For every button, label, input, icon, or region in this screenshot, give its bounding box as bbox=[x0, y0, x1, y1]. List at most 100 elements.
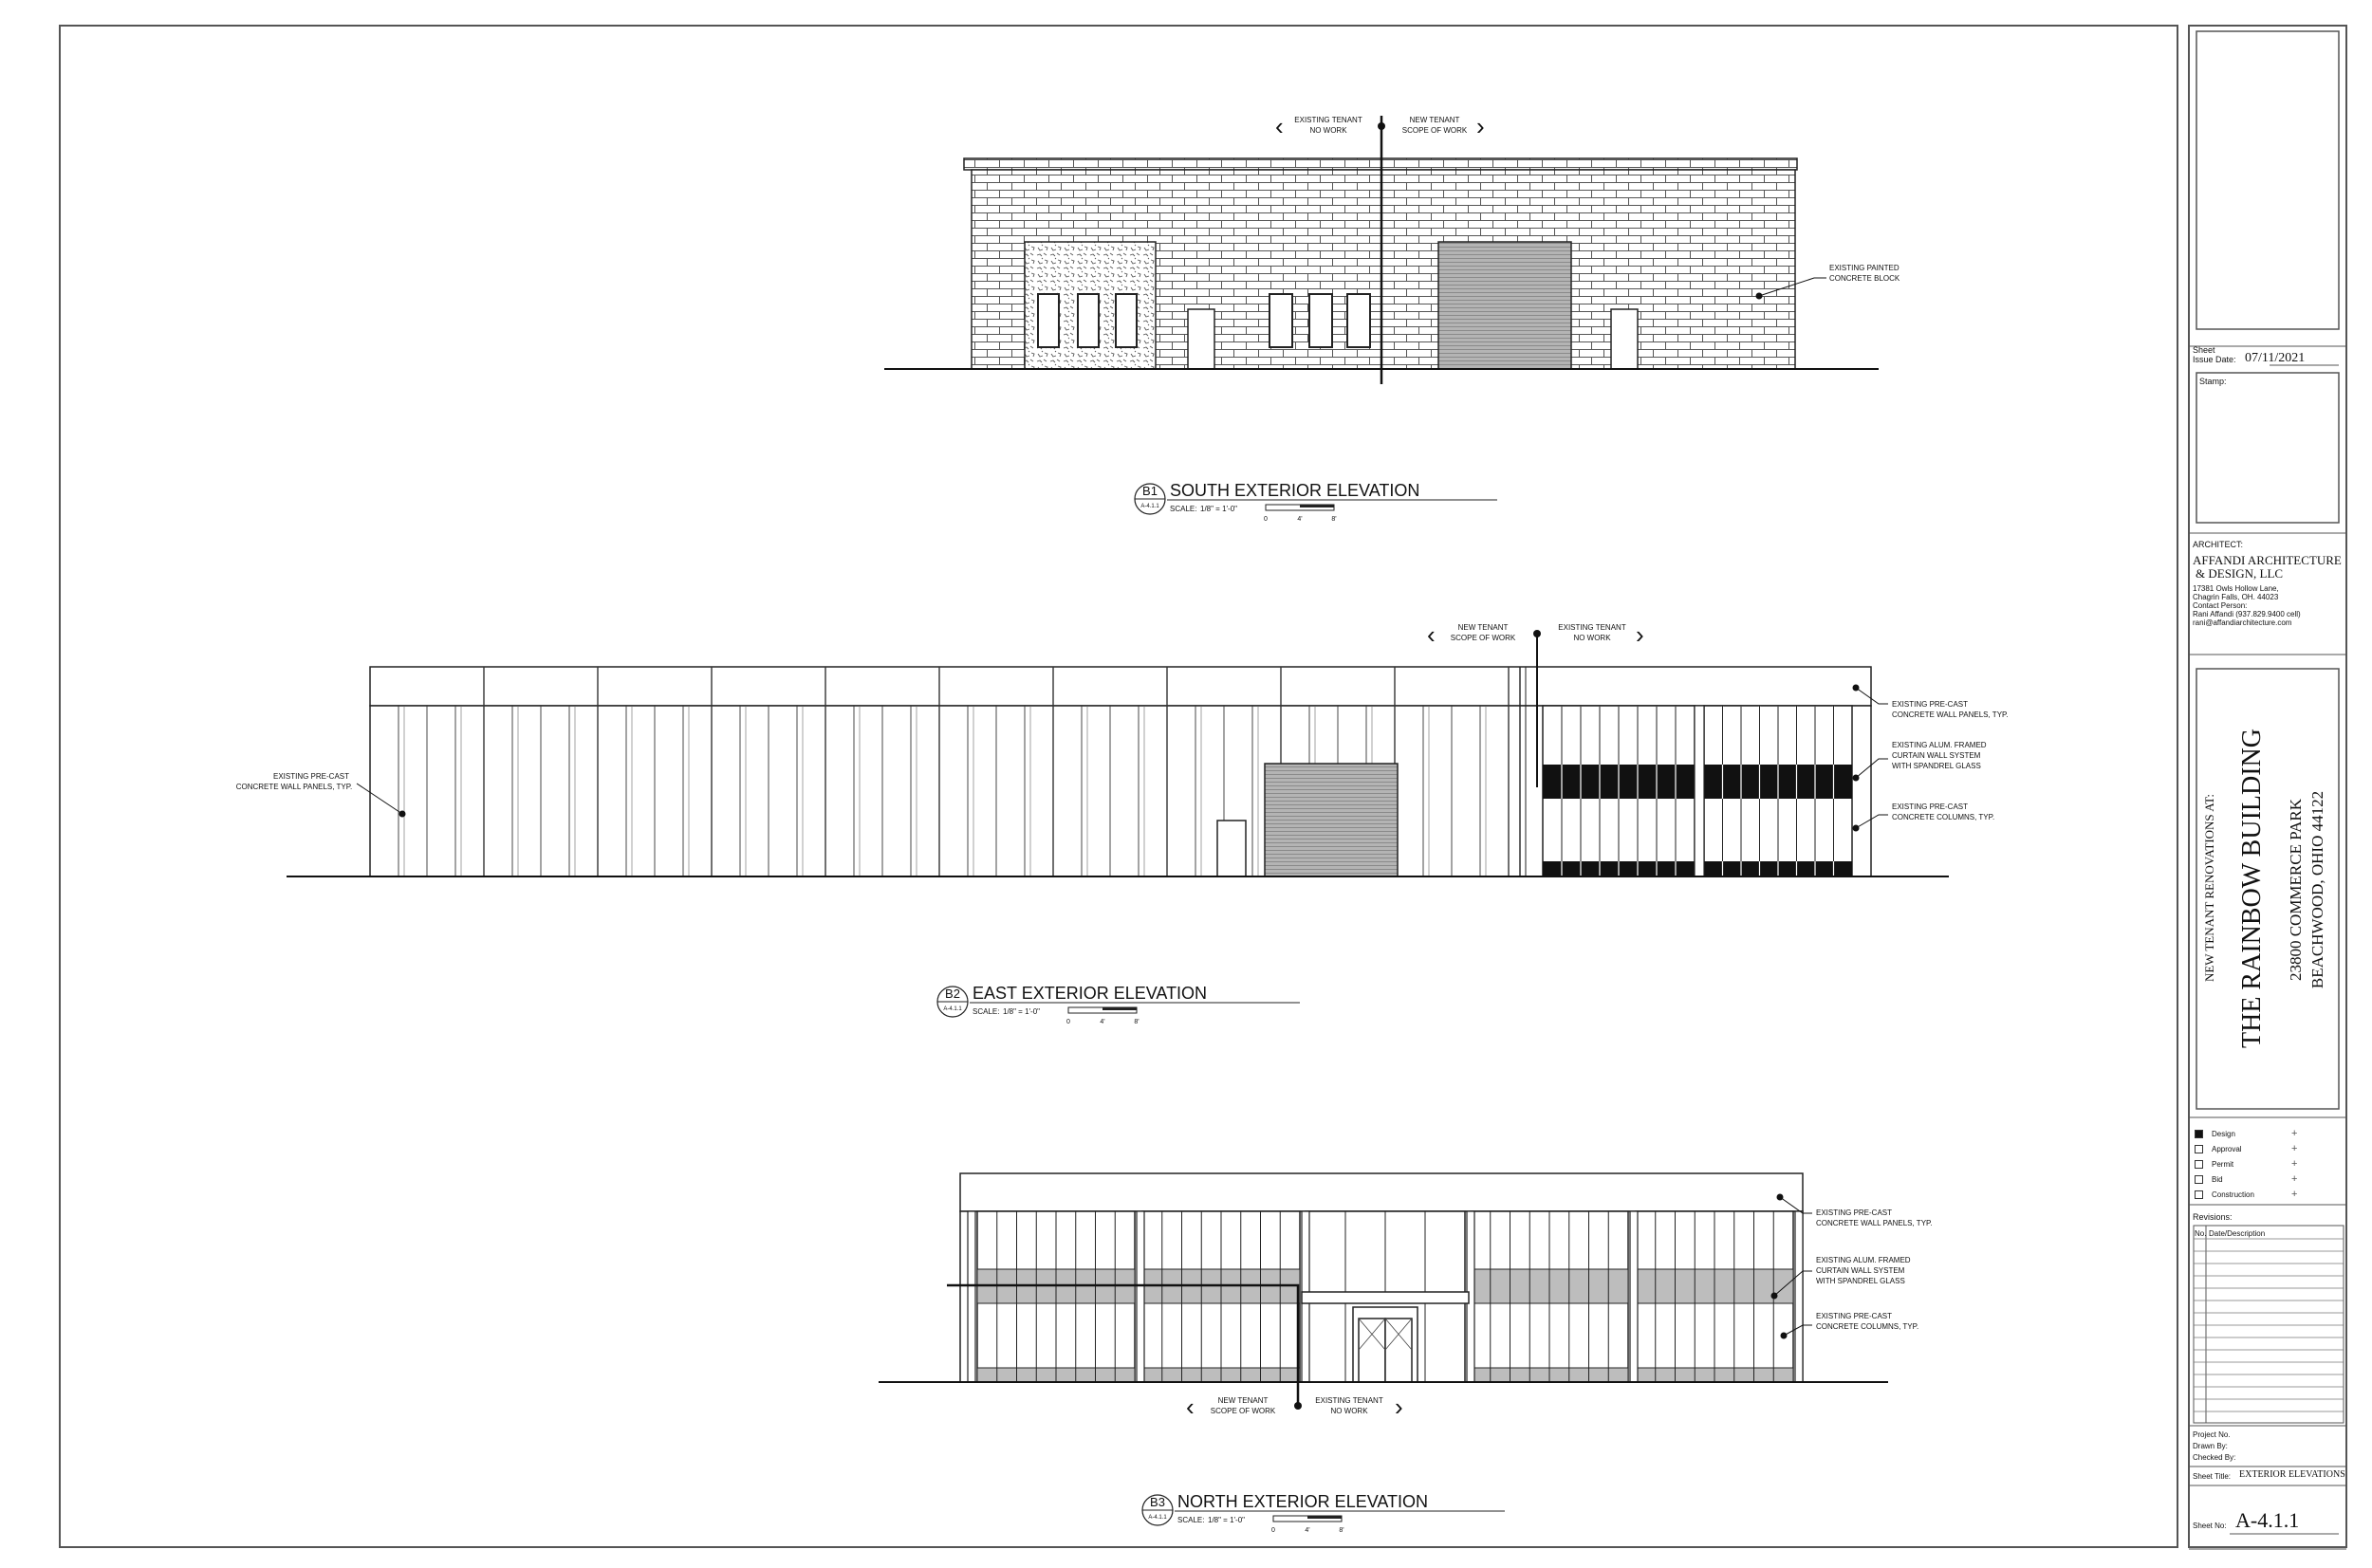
address-line: Chagrin Falls, OH. 44023 bbox=[2193, 593, 2279, 601]
firm-name-line1: AFFANDI ARCHITECTURE bbox=[2193, 553, 2342, 567]
leader-line bbox=[1779, 1196, 1812, 1214]
phase-item[interactable]: Design + bbox=[2195, 1126, 2337, 1141]
checkbox[interactable] bbox=[2195, 1159, 2203, 1169]
project-box bbox=[2196, 668, 2340, 1110]
phase-list: Design + Approval + Permit + Bid + Const… bbox=[2195, 1126, 2337, 1202]
precast-column bbox=[967, 1210, 976, 1383]
leader-line bbox=[1773, 1270, 1812, 1297]
checkbox[interactable] bbox=[2195, 1190, 2203, 1199]
sheet-title-label: Sheet Title: bbox=[2193, 1472, 2232, 1481]
scale-value: 1/8" = 1'-0" bbox=[1200, 505, 1237, 513]
south-overhead-door bbox=[1437, 241, 1572, 370]
east-scope-arrow-right: › bbox=[1636, 620, 1644, 649]
view-ref: A-4.1.1 bbox=[1140, 504, 1159, 509]
scale-label: SCALE: bbox=[1177, 1516, 1204, 1524]
east-scope-right-line1: EXISTING TENANT bbox=[1558, 623, 1626, 632]
east-scope-arrow-left: ‹ bbox=[1427, 620, 1436, 649]
scale-tick: 8' bbox=[1134, 1019, 1139, 1025]
south-window bbox=[1269, 293, 1293, 348]
south-scope-left-line2: NO WORK bbox=[1309, 126, 1347, 135]
north-scope-right-line1: EXISTING TENANT bbox=[1315, 1396, 1383, 1405]
scale-tick: 8' bbox=[1331, 516, 1336, 523]
project-address-line1: 23800 COMMERCE PARK bbox=[2287, 798, 2305, 982]
phase-mark: + bbox=[2291, 1158, 2298, 1170]
project-no-label: Project No. bbox=[2193, 1430, 2231, 1439]
phase-mark: + bbox=[2291, 1143, 2298, 1154]
east-parapet bbox=[369, 666, 1872, 707]
north-parapet bbox=[959, 1172, 1804, 1212]
east-note1-line2: CONCRETE WALL PANELS, TYP. bbox=[1892, 710, 2009, 719]
firm-name-line2: & DESIGN, LLC bbox=[2196, 566, 2284, 581]
phase-item[interactable]: Approval + bbox=[2195, 1141, 2337, 1156]
scale-label: SCALE: bbox=[973, 1007, 999, 1016]
revisions-col-desc: Date/Description bbox=[2209, 1229, 2266, 1238]
phase-item[interactable]: Bid + bbox=[2195, 1171, 2337, 1187]
phase-item[interactable]: Construction + bbox=[2195, 1187, 2337, 1202]
sheet-issue-label-line2: Issue Date: bbox=[2193, 355, 2236, 364]
leader-dot bbox=[398, 810, 406, 818]
checked-by-label: Checked By: bbox=[2193, 1453, 2236, 1462]
leader-line bbox=[1758, 277, 1826, 297]
north-note2-line1: EXISTING ALUM. FRAMED bbox=[1816, 1256, 1911, 1264]
north-scope-left-line1: NEW TENANT bbox=[1218, 1396, 1269, 1405]
address-line: rani@affandiarchitecture.com bbox=[2193, 618, 2292, 627]
phase-label: Bid bbox=[2212, 1174, 2223, 1184]
east-note3-line2: CONCRETE COLUMNS, TYP. bbox=[1892, 813, 1994, 821]
south-elevation: ‹ › EXISTING TENANT NO WORK NEW TENANT S… bbox=[884, 112, 1900, 384]
revisions-table bbox=[2193, 1225, 2344, 1424]
scope-dot bbox=[1378, 122, 1385, 130]
east-elevation-title: B2 A-4.1.1 EAST EXTERIOR ELEVATION SCALE… bbox=[936, 984, 1300, 1025]
east-note2-line1: EXISTING ALUM. FRAMED bbox=[1892, 741, 1987, 749]
north-note3-line1: EXISTING PRE-CAST bbox=[1816, 1312, 1892, 1320]
leader-line bbox=[1783, 1324, 1812, 1337]
view-ref: A-4.1.1 bbox=[943, 1006, 962, 1012]
view-title: SOUTH EXTERIOR ELEVATION bbox=[1170, 481, 1419, 500]
north-scope-left-line2: SCOPE OF WORK bbox=[1211, 1407, 1276, 1415]
east-note2-line2: CURTAIN WALL SYSTEM bbox=[1892, 751, 1981, 760]
east-scope-left-line1: NEW TENANT bbox=[1458, 623, 1509, 632]
view-title: NORTH EXTERIOR ELEVATION bbox=[1177, 1492, 1428, 1511]
south-scope-right-line1: NEW TENANT bbox=[1410, 116, 1460, 124]
checkbox[interactable] bbox=[2195, 1174, 2203, 1184]
east-note2-line3: WITH SPANDREL GLASS bbox=[1892, 762, 1981, 770]
east-man-door bbox=[1216, 820, 1247, 877]
east-curtain-wall bbox=[1542, 705, 1853, 877]
scale-value: 1/8" = 1'-0" bbox=[1208, 1516, 1245, 1524]
sheet-title: EXTERIOR ELEVATIONS bbox=[2239, 1469, 2345, 1480]
scope-dot bbox=[1294, 1402, 1302, 1410]
title-block-border bbox=[2188, 25, 2347, 1548]
scale-tick: 4' bbox=[1100, 1019, 1104, 1025]
south-door bbox=[1610, 308, 1639, 370]
checkbox[interactable] bbox=[2195, 1144, 2203, 1153]
leader-line bbox=[356, 783, 403, 815]
north-note2-line3: WITH SPANDREL GLASS bbox=[1816, 1277, 1905, 1285]
address-line: Rani Affandi (937.829.9400 cell) bbox=[2193, 610, 2301, 618]
phase-item[interactable]: Permit + bbox=[2195, 1156, 2337, 1171]
precast-column bbox=[1629, 1210, 1639, 1383]
checkbox-checked[interactable] bbox=[2195, 1129, 2203, 1138]
south-scope-arrow-left: ‹ bbox=[1275, 112, 1284, 140]
sheet-number: A-4.1.1 bbox=[2235, 1508, 2300, 1532]
logo-box bbox=[2196, 30, 2340, 330]
precast-column bbox=[1794, 1210, 1804, 1383]
leader-line bbox=[1855, 814, 1888, 829]
leader-line bbox=[1855, 758, 1888, 779]
project-subtitle: NEW TENANT RENOVATIONS AT: bbox=[2202, 793, 2216, 983]
east-note1-line1: EXISTING PRE-CAST bbox=[1892, 700, 1968, 709]
south-note-line2: CONCRETE BLOCK bbox=[1829, 274, 1900, 283]
scope-dot bbox=[1533, 630, 1541, 637]
east-overhead-door bbox=[1264, 763, 1399, 877]
south-scope-right-line2: SCOPE OF WORK bbox=[1402, 126, 1468, 135]
north-scope-right-line2: NO WORK bbox=[1330, 1407, 1368, 1415]
precast-column bbox=[1694, 705, 1705, 877]
view-tag: B2 bbox=[945, 987, 960, 1001]
firm-name: AFFANDI ARCHITECTURE & DESIGN, LLC bbox=[2193, 554, 2342, 581]
north-entry-door bbox=[1358, 1318, 1386, 1383]
north-elevation: ‹ › NEW TENANT SCOPE OF WORK EXISTING TE… bbox=[879, 1172, 1933, 1421]
south-elevation-title: B1 A-4.1.1 SOUTH EXTERIOR ELEVATION SCAL… bbox=[1134, 481, 1497, 523]
address-line: 17381 Owls Hollow Lane, bbox=[2193, 584, 2279, 593]
east-left-note-line2: CONCRETE WALL PANELS, TYP. bbox=[236, 783, 353, 791]
sheet-issue-date: 07/11/2021 bbox=[2245, 351, 2306, 365]
east-left-note-line1: EXISTING PRE-CAST bbox=[273, 772, 349, 781]
south-scope-left-line1: EXISTING TENANT bbox=[1294, 116, 1362, 124]
